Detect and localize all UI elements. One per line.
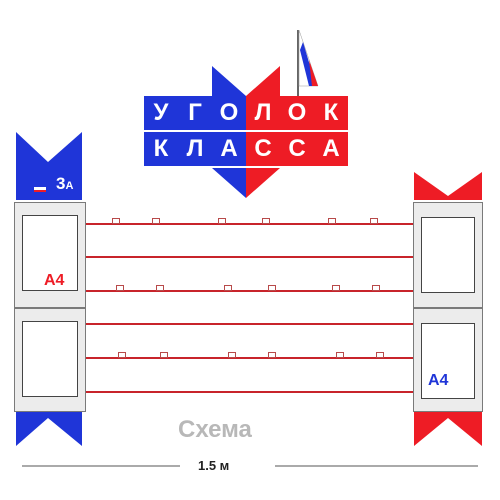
clip <box>160 352 168 358</box>
left-bottom-pocket <box>14 308 86 412</box>
title-chevron-red <box>246 66 280 96</box>
pocket-insert <box>421 217 475 293</box>
rail <box>86 223 414 225</box>
clip <box>218 218 226 224</box>
title-letter: К <box>144 132 178 166</box>
clip <box>112 218 120 224</box>
left-badge-flag <box>34 187 46 192</box>
right-bottom-pocket <box>413 308 483 412</box>
clip <box>116 285 124 291</box>
pocket-insert <box>421 323 475 399</box>
left-top-arrow <box>16 132 82 172</box>
title-letter: О <box>212 96 246 130</box>
clip <box>328 218 336 224</box>
clip <box>118 352 126 358</box>
title-letter: С <box>246 132 280 166</box>
title-letter: А <box>212 132 246 166</box>
rail <box>86 323 414 325</box>
clip <box>268 285 276 291</box>
right-bottom-arrow <box>414 412 482 446</box>
clip <box>224 285 232 291</box>
right-top-arrow <box>414 172 482 200</box>
title-letter: Г <box>178 96 212 130</box>
title-chevron-bottom-blue <box>212 168 246 198</box>
title-letter: У <box>144 96 178 130</box>
class-letter: А <box>65 180 74 192</box>
rail <box>86 256 414 258</box>
clip <box>268 352 276 358</box>
left-top-pocket <box>14 202 86 308</box>
clip <box>156 285 164 291</box>
title-letter: О <box>280 96 314 130</box>
pocket-insert <box>22 321 78 397</box>
left-pocket-label: А4 <box>44 272 65 289</box>
rail <box>86 290 414 292</box>
clip <box>262 218 270 224</box>
dimension-label: 1.5 м <box>198 458 230 473</box>
right-pocket-label: А4 <box>428 372 449 389</box>
title-chevron-bottom-red <box>246 168 280 198</box>
clip <box>332 285 340 291</box>
russian-flag <box>297 29 319 96</box>
title-letter: А <box>314 132 348 166</box>
rail <box>86 391 414 393</box>
left-bottom-arrow <box>16 412 82 446</box>
left-badge-bg <box>16 172 82 200</box>
clip <box>152 218 160 224</box>
title-letter: С <box>280 132 314 166</box>
title-letter: Л <box>178 132 212 166</box>
rail <box>86 357 414 359</box>
clip <box>376 352 384 358</box>
pocket-insert <box>22 215 78 291</box>
clip <box>336 352 344 358</box>
title-letter: Л <box>246 96 280 130</box>
clip <box>372 285 380 291</box>
clip <box>228 352 236 358</box>
clip <box>370 218 378 224</box>
title-letter: К <box>314 96 348 130</box>
class-number: 3 <box>56 174 66 193</box>
schema-caption: Схема <box>178 416 252 443</box>
title-chevron-blue <box>212 66 246 96</box>
class-badge: 3А <box>56 174 73 194</box>
right-top-pocket <box>413 202 483 308</box>
